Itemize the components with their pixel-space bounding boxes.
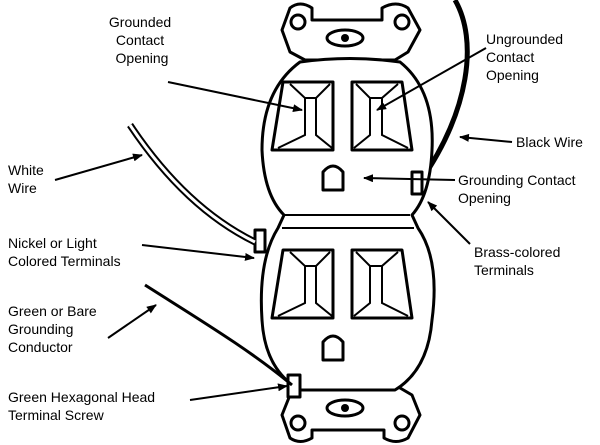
label-grounding-contact: Grounding Contact Opening bbox=[458, 172, 579, 206]
ground-conductor-wire bbox=[144, 283, 293, 387]
label-black-wire: Black Wire bbox=[516, 134, 583, 150]
label-hex-screw: Green Hexagonal Head Terminal Screw bbox=[8, 389, 159, 423]
label-ungrounded-contact: Ungrounded Contact Opening bbox=[486, 31, 567, 83]
label-brass-terminals: Brass-colored Terminals bbox=[474, 244, 564, 278]
callout-arrows bbox=[54, 47, 513, 401]
brass-terminal bbox=[410, 170, 424, 196]
label-white-wire: White Wire bbox=[8, 162, 48, 196]
white-wire bbox=[127, 123, 257, 246]
black-wire bbox=[417, 0, 470, 184]
nickel-terminal bbox=[253, 228, 267, 254]
hex-screw bbox=[286, 373, 302, 399]
label-grounded-contact: Grounded Contact Opening bbox=[109, 14, 175, 66]
bottom-outlet-face bbox=[270, 248, 414, 362]
top-mounting-strap bbox=[280, 2, 422, 62]
label-ground-conductor: Green or Bare Grounding Conductor bbox=[8, 303, 101, 355]
bottom-mounting-strap bbox=[280, 383, 422, 443]
label-nickel-terminals: Nickel or Light Colored Terminals bbox=[8, 235, 121, 269]
